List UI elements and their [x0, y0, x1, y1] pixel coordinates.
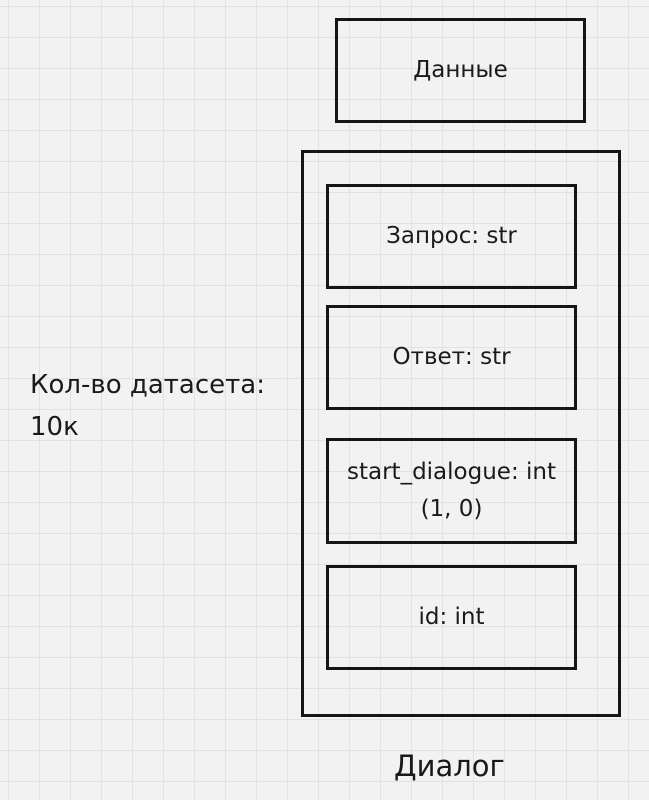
field-label: id: int [418, 604, 485, 631]
field-label: Запрос: str [386, 223, 517, 250]
data-node: Данные [335, 18, 586, 123]
dataset-size-value: 10к [30, 411, 79, 442]
dataset-size-label: Кол-во датасета: 10к [30, 365, 265, 448]
dialog-field-id: id: int [326, 565, 577, 670]
field-values: (1, 0) [420, 496, 483, 522]
dialog-field-request: Запрос: str [326, 184, 577, 289]
dialog-field-start-dialogue: start_dialogue: int (1, 0) [326, 438, 577, 544]
field-label: Ответ: str [392, 344, 511, 371]
data-node-label: Данные [413, 57, 508, 84]
dialog-field-answer: Ответ: str [326, 305, 577, 410]
dataset-size-caption: Кол-во датасета: [30, 370, 265, 400]
field-label: start_dialogue: int [347, 459, 556, 486]
dialog-container [301, 150, 621, 717]
dialog-label: Диалог [394, 749, 505, 783]
